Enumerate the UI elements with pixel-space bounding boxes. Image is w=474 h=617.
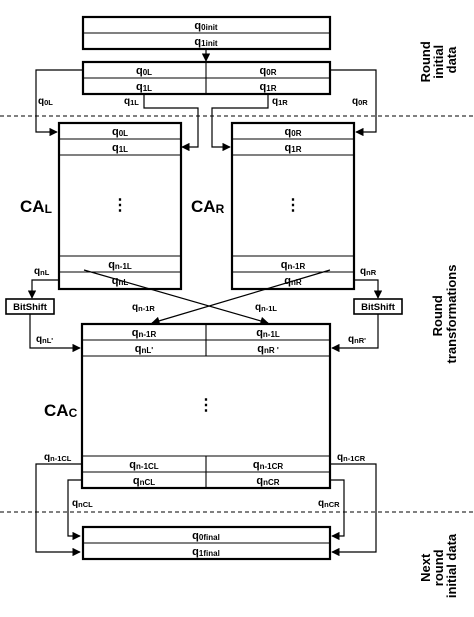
connector-qnL-to-bitshift <box>27 279 59 299</box>
connector-q1R <box>211 94 269 152</box>
bitshift-left-label: BitShift <box>13 302 48 313</box>
label-qn1CR: qn-1CR <box>337 452 366 463</box>
ca-center-row4-right: qnCR <box>256 475 279 487</box>
section-label-next-round: Next round initial data <box>418 533 459 598</box>
ca-center-row1-right: qn-1L <box>256 327 280 339</box>
label-qnR-prime: qnR' <box>348 334 366 345</box>
bitshift-right-label: BitShift <box>361 302 396 313</box>
label-qnL-prime: qnL' <box>36 334 53 345</box>
bitshift-right-box: BitShift <box>353 298 403 315</box>
connector-qnCL <box>67 479 82 541</box>
ca-left-row-q0L: q0L <box>112 126 128 138</box>
split-q1R: q1R <box>260 81 277 93</box>
label-q0L-left: q0L <box>38 96 53 107</box>
ca-left-row-q1L: q1L <box>112 142 128 154</box>
final-block: q0final q1final <box>81 525 332 561</box>
ca-left-name: CAL <box>20 197 52 216</box>
init-block: q0init q1init <box>81 15 332 51</box>
ca-center-row3-left: qn-1CL <box>129 459 159 471</box>
q0final-label: q0final <box>192 530 220 542</box>
connector-bitshift-right-to-cac <box>331 314 379 353</box>
connector-qn1CR <box>330 463 377 557</box>
connector-qnCR <box>330 479 345 541</box>
q0init-label: q0init <box>194 20 218 32</box>
ca-center-row4-left: qnCL <box>133 475 155 487</box>
bitshift-left-box: BitShift <box>5 298 55 315</box>
ca-center-name: CAC <box>44 401 78 420</box>
cross-arrow-left-to-right <box>83 269 269 325</box>
ca-center-row2-right: qnR ' <box>257 343 279 355</box>
label-q1R-mid: q1R <box>272 96 288 107</box>
label-cross-qn1L: qn-1L <box>255 302 277 313</box>
ca-center-row2-left: qnL' <box>135 343 154 355</box>
ca-center-box: qn-1R qn-1L qnL' qnR ' ⋮ qn-1CL qn-1CR q… <box>80 322 332 490</box>
ca-right-row-q0R: q0R <box>285 126 302 138</box>
ca-left-box: q0L q1L ⋮ qn-1L qnL <box>57 121 183 291</box>
connector-q0L <box>35 69 83 137</box>
ca-left-row-qnL: qnL <box>112 275 129 287</box>
ca-right-row-qn1R: qn-1R <box>281 259 306 271</box>
split-q0R: q0R <box>260 65 277 77</box>
ca-center-row3-right: qn-1CR <box>253 459 284 471</box>
connector-qnR-to-bitshift <box>354 279 383 299</box>
split-block: q0L q0R q1L q1R <box>81 60 332 96</box>
label-q1L-mid: q1L <box>124 96 139 107</box>
section-label-round-initial: Round initial data <box>418 38 459 83</box>
connector-bitshift-left-to-cac <box>29 314 81 353</box>
label-cross-qn1R: qn-1R <box>132 302 155 313</box>
label-qnCR: qnCR <box>318 498 340 509</box>
label-qnR: qnR <box>360 266 377 277</box>
ca-right-row-q1R: q1R <box>285 142 302 154</box>
q1final-label: q1final <box>192 546 220 558</box>
ca-left-row-qn1L: qn-1L <box>108 259 132 271</box>
cross-arrow-right-to-left <box>151 269 331 325</box>
ca-center-ellipsis: ⋮ <box>198 397 214 414</box>
q1init-label: q1init <box>194 36 218 48</box>
label-qnCL: qnCL <box>72 498 93 509</box>
ca-right-ellipsis: ⋮ <box>285 197 301 214</box>
split-q1L: q1L <box>136 81 152 93</box>
connector-q1L <box>143 94 199 152</box>
label-qnL: qnL <box>34 266 50 277</box>
label-q0R-right: q0R <box>352 96 368 107</box>
ca-right-name: CAR <box>191 197 225 216</box>
ca-right-row-qnR: qnR <box>284 275 302 287</box>
connector-q0R <box>330 69 377 137</box>
ca-right-box: q0R q1R ⋮ qn-1R qnR <box>230 121 356 291</box>
ca-left-ellipsis: ⋮ <box>112 197 128 214</box>
ca-center-row1-left: qn-1R <box>132 327 157 339</box>
section-label-round-transformations: Round transformations <box>430 265 459 364</box>
connector-qn1CL <box>35 463 82 557</box>
split-q0L: q0L <box>136 65 152 77</box>
label-qn1CL: qn-1CL <box>44 452 72 463</box>
